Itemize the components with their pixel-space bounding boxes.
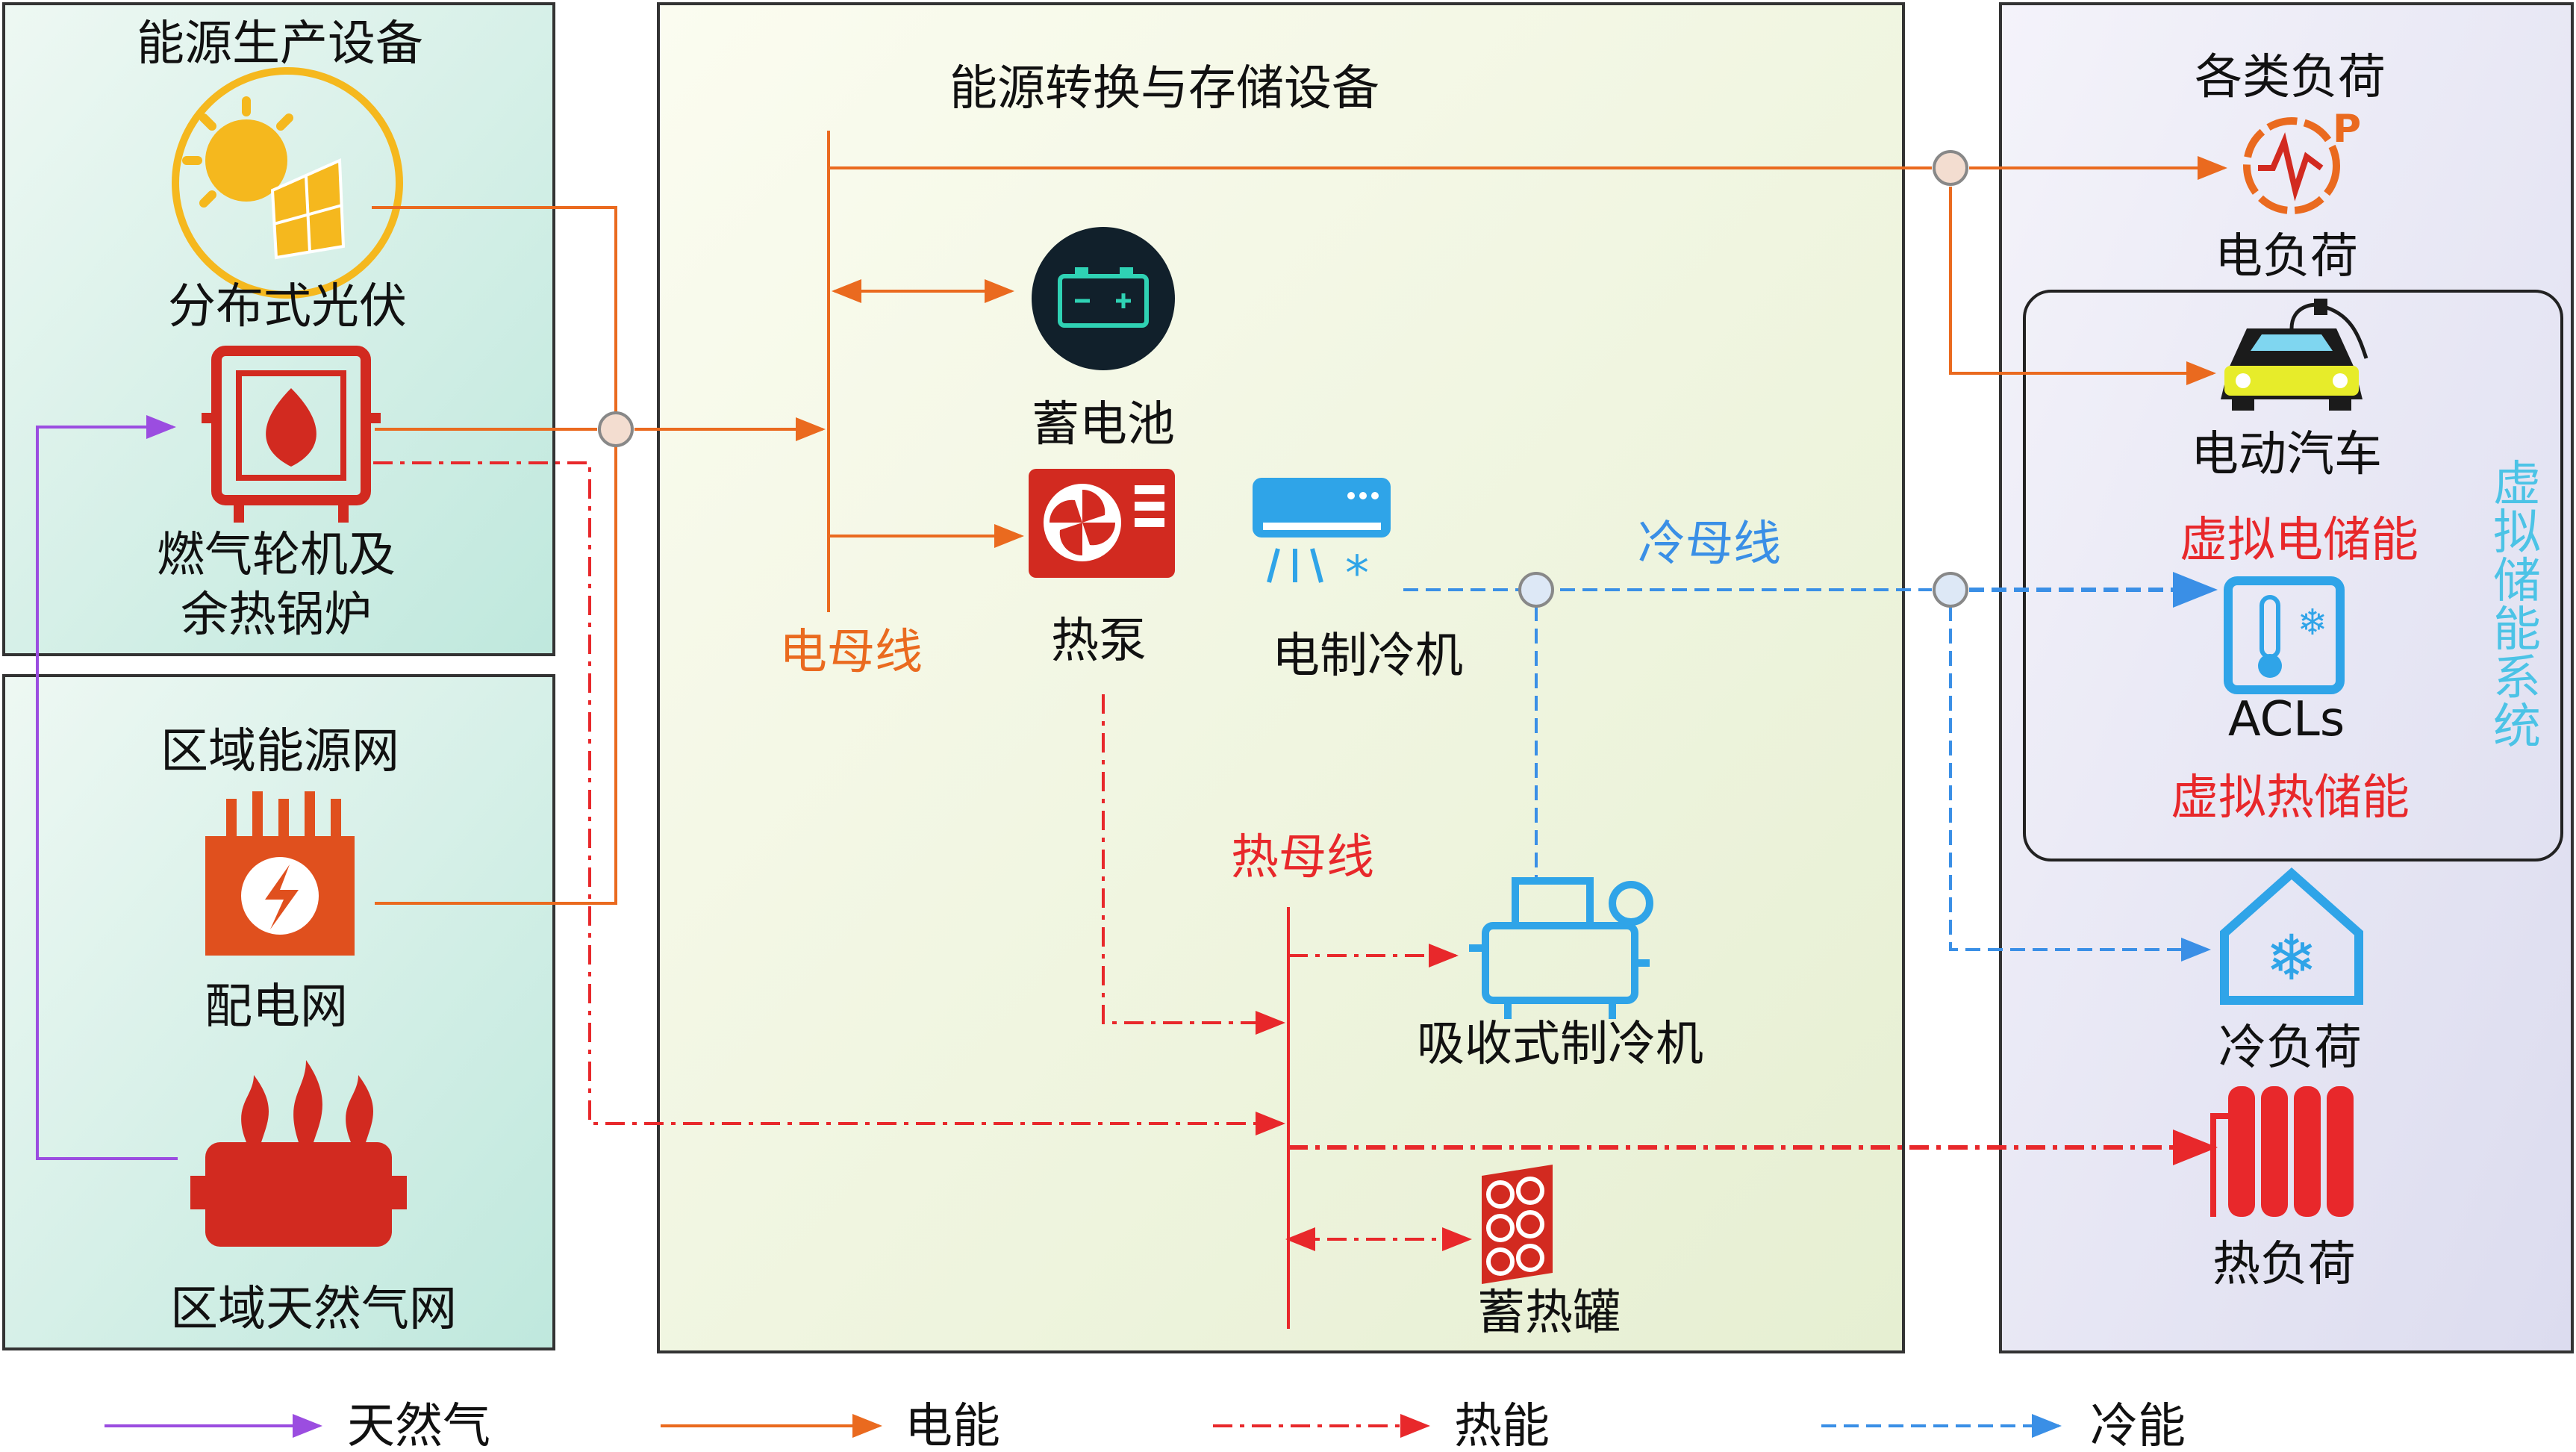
absorption-chiller-icon <box>1469 877 1653 1019</box>
distribution-label: 配电网 <box>205 979 348 1035</box>
legend-cold-label: 冷能 <box>2090 1399 2186 1452</box>
junction-electric-1 <box>598 411 634 447</box>
legend-gas-label: 天然气 <box>347 1399 490 1452</box>
svg-text:储: 储 <box>2493 554 2541 609</box>
junction-cold-1 <box>1518 572 1554 608</box>
acls-label: ACLs <box>2228 692 2345 747</box>
thermostat-icon: ❄ <box>2224 576 2345 694</box>
svg-text:拟: 拟 <box>2493 505 2541 561</box>
heat-tank-label: 蓄热罐 <box>1477 1286 1621 1341</box>
virtual-electric-storage-label: 虚拟电储能 <box>2180 513 2418 568</box>
chiller-label: 电制冷机 <box>1272 629 1463 684</box>
legend-electric-label: 电能 <box>905 1399 1000 1452</box>
legend: 天然气 电能 热能 冷能 <box>105 1399 2186 1452</box>
virtual-storage-box <box>2023 290 2563 861</box>
virtual-heat-storage-label: 虚拟热储能 <box>2171 770 2410 826</box>
conversion-panel <box>657 2 1905 1353</box>
junction-cold-2 <box>1933 572 1968 608</box>
heat-flow-lines <box>373 461 2218 1251</box>
battery-label: 蓄电池 <box>1032 397 1175 452</box>
junction-electric-2 <box>1933 150 1968 186</box>
transformer-icon <box>205 791 355 956</box>
virtual-storage-system-label: 虚 拟 储 能 系 统 <box>2493 457 2541 755</box>
battery-icon <box>1032 227 1175 370</box>
turbine-label-1: 燃气轮机及 <box>157 528 396 583</box>
electric-load-label: 电负荷 <box>2215 229 2358 284</box>
gas-flow-lines <box>36 415 178 1160</box>
heat-pump-label: 热泵 <box>1051 614 1147 669</box>
solar-pv-icon <box>172 67 403 299</box>
electric-bus-label: 电母线 <box>779 625 923 680</box>
cold-bus-label: 冷母线 <box>1638 517 1781 572</box>
svg-text:系: 系 <box>2493 651 2541 706</box>
svg-text:P: P <box>2333 107 2361 152</box>
svg-text:❄: ❄ <box>2298 602 2327 644</box>
svg-text:*: * <box>1345 546 1369 602</box>
gas-network-icon <box>190 1060 407 1247</box>
electric-load-icon: P <box>2243 107 2361 214</box>
svg-text:虚: 虚 <box>2493 457 2541 512</box>
ev-label: 电动汽车 <box>2191 427 2382 482</box>
legend-heat-label: 热能 <box>1454 1399 1550 1452</box>
heat-pump-icon <box>1029 469 1175 578</box>
pv-label: 分布式光伏 <box>168 279 407 334</box>
grid-title: 区域能源网 <box>160 724 399 779</box>
heat-tank-icon <box>1482 1165 1553 1284</box>
gas-network-label: 区域天然气网 <box>170 1282 457 1337</box>
loads-title: 各类负荷 <box>2195 50 2386 105</box>
gas-turbine-icon <box>202 346 381 523</box>
svg-text:能: 能 <box>2493 602 2541 658</box>
production-title: 能源生产设备 <box>137 16 423 72</box>
heat-load-label: 热负荷 <box>2212 1237 2356 1292</box>
cold-load-label: 冷负荷 <box>2218 1021 2362 1076</box>
heat-load-icon <box>2210 1086 2354 1217</box>
heat-bus-label: 热母线 <box>1231 830 1374 885</box>
absorption-chiller-label: 吸收式制冷机 <box>1417 1017 1703 1072</box>
cold-load-icon: ❄ <box>2220 867 2363 1005</box>
svg-text:统: 统 <box>2493 699 2541 755</box>
cold-flow-lines <box>1403 572 2218 962</box>
electric-vehicle-icon <box>2221 299 2368 411</box>
conversion-title: 能源转换与存储设备 <box>949 61 1379 116</box>
turbine-label-2: 余热锅炉 <box>181 588 372 643</box>
svg-text:❄: ❄ <box>2265 921 2318 994</box>
production-panel <box>2 2 555 656</box>
electric-flow-lines <box>372 131 2227 905</box>
air-conditioner-icon: * <box>1253 478 1391 602</box>
